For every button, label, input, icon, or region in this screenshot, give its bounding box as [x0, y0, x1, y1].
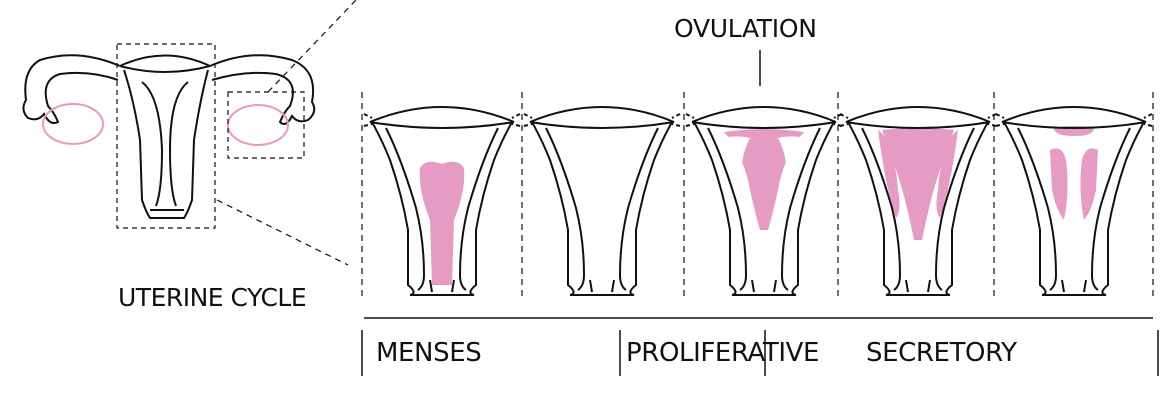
- stage-secretory-early: [839, 106, 997, 296]
- ovulation-label: OVULATION: [674, 14, 817, 43]
- left-ovary: [43, 104, 103, 144]
- phase-label-menses: MENSES: [376, 338, 482, 368]
- stage-proliferative-early: [523, 106, 681, 296]
- ovary-focus-box: [228, 92, 304, 158]
- phase-label-secretory: SECRETORY: [866, 338, 1017, 368]
- diagram-title: UTERINE CYCLE: [118, 283, 307, 312]
- uterus-focus-box: [117, 44, 215, 228]
- overview-uterus: [23, 55, 314, 218]
- stage-proliferative-late: [685, 106, 843, 296]
- zoom-line-bottom: [217, 200, 348, 265]
- phase-label-proliferative: PROLIFERATIVE: [626, 338, 820, 368]
- stage-menses: [363, 106, 521, 296]
- stage-secretory-late: [995, 106, 1153, 296]
- right-ovary: [228, 105, 288, 145]
- timeline-ticks: [362, 330, 1158, 376]
